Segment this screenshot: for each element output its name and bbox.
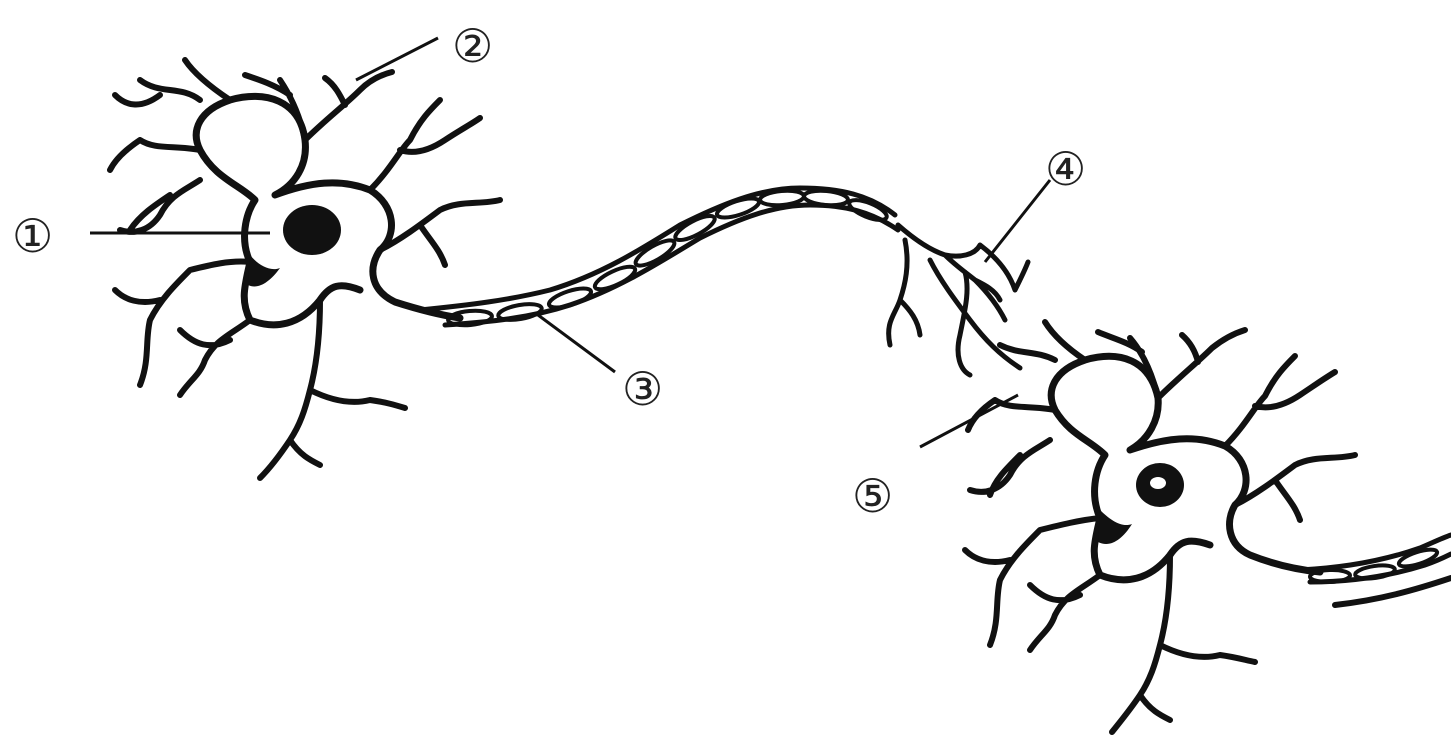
- leader-2: [356, 38, 438, 80]
- axon: [420, 188, 1028, 375]
- leader-4: [985, 180, 1050, 262]
- label-4: ④: [1045, 142, 1086, 196]
- myelin-segments-right: [1310, 546, 1439, 583]
- label-3: ③: [622, 362, 663, 416]
- dendrites-left: [110, 60, 500, 478]
- leader-5: [920, 395, 1018, 447]
- neuron-right: [965, 322, 1451, 732]
- nucleus-left: [283, 205, 341, 255]
- label-2: ②: [452, 19, 493, 73]
- labels: ① ② ③ ④ ⑤: [12, 19, 1086, 523]
- axon-hillock-left: [248, 255, 280, 286]
- neuron-left: [110, 60, 500, 478]
- label-5: ⑤: [852, 469, 893, 523]
- leader-3: [538, 315, 615, 372]
- label-1: ①: [12, 209, 53, 263]
- dendrites-right: [965, 322, 1355, 732]
- axon-terminals: [889, 225, 1028, 375]
- nucleus-right-speck: [1150, 477, 1166, 489]
- cell-body-right: [1051, 356, 1320, 579]
- axon-hillock-right: [1098, 510, 1132, 544]
